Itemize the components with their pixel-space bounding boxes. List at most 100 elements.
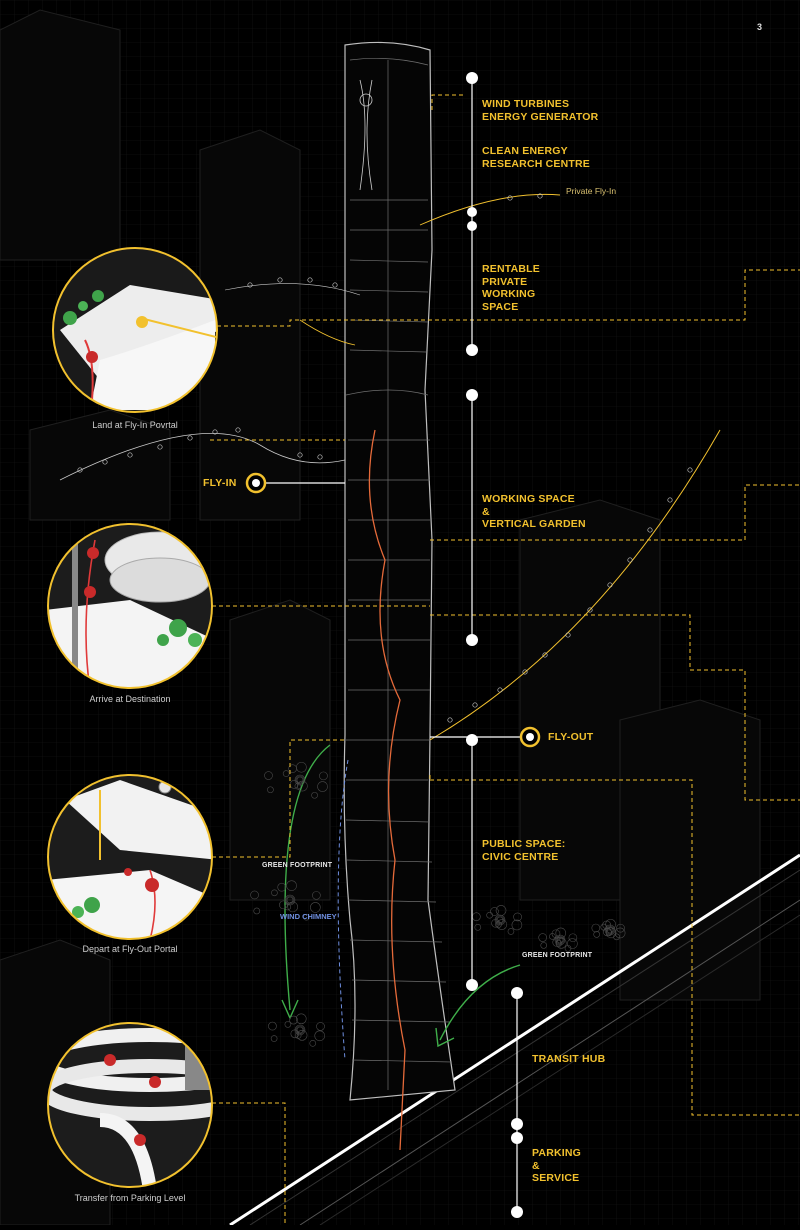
tree-mark bbox=[267, 786, 274, 794]
drone-dot bbox=[607, 582, 613, 588]
tree-mark bbox=[282, 770, 290, 777]
tree-mark bbox=[295, 775, 305, 785]
tree-mark bbox=[287, 901, 298, 913]
label-green-footprint-left: GREEN FOOTPRINT bbox=[262, 862, 333, 869]
tree-mark bbox=[507, 928, 515, 935]
caption-land: Land at Fly-In Povrtal bbox=[92, 420, 178, 430]
drone-dot bbox=[507, 195, 513, 201]
drone-dot bbox=[497, 687, 503, 693]
tree-clusters bbox=[250, 761, 626, 1047]
tree-mark bbox=[294, 782, 302, 790]
drone-dot bbox=[187, 435, 193, 441]
tree-mark bbox=[310, 902, 321, 913]
tree-mark bbox=[270, 1035, 278, 1042]
tree-mark bbox=[602, 920, 611, 930]
tree-mark bbox=[614, 927, 626, 939]
tree-mark bbox=[605, 918, 616, 930]
tree-mark bbox=[297, 780, 308, 792]
label-public-space: PUBLIC SPACE: CIVIC CENTRE bbox=[482, 838, 566, 863]
tree-mark bbox=[591, 923, 601, 933]
drone-dot bbox=[542, 652, 548, 658]
wind-chimney-line bbox=[337, 759, 349, 1061]
tree-mark bbox=[286, 880, 297, 891]
page-number: 3 bbox=[756, 22, 762, 32]
tree-mark bbox=[294, 1024, 306, 1036]
drone-dot bbox=[277, 277, 283, 283]
detail-circle-arrive bbox=[47, 523, 213, 689]
tree-mark bbox=[316, 1022, 325, 1031]
tree-mark bbox=[284, 903, 291, 911]
tree-mark bbox=[555, 935, 565, 945]
tree-mark bbox=[279, 900, 288, 910]
tree-mark bbox=[552, 938, 562, 947]
drone-dot bbox=[247, 282, 253, 288]
tree-mark bbox=[284, 1021, 292, 1028]
tree-mark bbox=[288, 764, 297, 773]
tree-mark bbox=[486, 911, 493, 919]
fly-markers bbox=[245, 472, 541, 748]
tree-mark bbox=[568, 933, 578, 943]
tree-mark bbox=[538, 933, 547, 942]
caption-arrive: Arrive at Destination bbox=[89, 694, 171, 704]
drone-markers bbox=[77, 193, 693, 723]
tree-mark bbox=[496, 919, 508, 930]
dashed-callouts bbox=[210, 94, 800, 1225]
tree-mark bbox=[556, 936, 564, 944]
tree-mark bbox=[317, 781, 328, 792]
drone-dot bbox=[687, 467, 693, 473]
tree-mark bbox=[294, 774, 306, 786]
tree-mark bbox=[264, 771, 273, 780]
tree-mark bbox=[511, 919, 523, 931]
tree-mark bbox=[616, 923, 625, 933]
tree-mark bbox=[555, 927, 567, 939]
drone-dot bbox=[537, 193, 543, 199]
tree-mark bbox=[495, 905, 507, 916]
label-rentable-space: RENTABLE PRIVATE WORKING SPACE bbox=[482, 263, 540, 313]
drone-dot bbox=[627, 557, 633, 563]
transit-road bbox=[229, 853, 800, 1227]
tree-mark bbox=[303, 913, 310, 921]
tree-mark bbox=[296, 776, 304, 784]
drone-dot bbox=[127, 452, 133, 458]
tree-mark bbox=[311, 791, 318, 799]
tree-mark bbox=[271, 889, 278, 897]
label-private-fly-in: Private Fly-In bbox=[566, 186, 617, 196]
label-wind-turbines: WIND TURBINES ENERGY GENERATOR bbox=[482, 98, 599, 123]
drone-dot bbox=[587, 607, 593, 613]
drone-dot bbox=[297, 452, 303, 458]
tree-mark bbox=[277, 882, 287, 892]
label-green-footprint-right: GREEN FOOTPRINT bbox=[522, 952, 593, 959]
drone-dot bbox=[332, 282, 338, 288]
tree-mark bbox=[312, 891, 321, 900]
tree-mark bbox=[490, 907, 499, 916]
marker-dots bbox=[466, 72, 523, 1218]
tree-mark bbox=[495, 921, 502, 928]
tree-mark bbox=[605, 925, 615, 935]
tree-mark bbox=[268, 1021, 277, 1031]
label-parking-service: PARKING & SERVICE bbox=[532, 1147, 582, 1184]
tree-mark bbox=[250, 890, 259, 900]
detail-circle-parking bbox=[47, 1022, 213, 1188]
tree-mark bbox=[295, 1013, 307, 1025]
tree-mark bbox=[605, 927, 617, 939]
tree-mark bbox=[567, 938, 578, 949]
label-fly-out: FLY-OUT bbox=[548, 731, 594, 743]
tree-mark bbox=[289, 1015, 298, 1025]
drone-dot bbox=[447, 717, 453, 723]
tree-mark bbox=[540, 942, 548, 949]
tree-mark bbox=[296, 1030, 308, 1041]
circulation-path bbox=[368, 429, 406, 1151]
drone-dot bbox=[472, 702, 478, 708]
drone-dot bbox=[102, 459, 108, 465]
tower-floors bbox=[345, 57, 453, 1090]
label-clean-energy: CLEAN ENERGY RESEARCH CENTRE bbox=[482, 145, 591, 170]
tree-mark bbox=[593, 931, 600, 938]
tree-mark bbox=[491, 918, 500, 928]
detail-circle-land bbox=[52, 247, 218, 413]
tree-mark bbox=[295, 1025, 305, 1035]
tree-mark bbox=[474, 924, 482, 931]
tree-mark bbox=[285, 895, 295, 905]
tree-mark bbox=[549, 933, 556, 940]
drone-dot bbox=[307, 277, 313, 283]
